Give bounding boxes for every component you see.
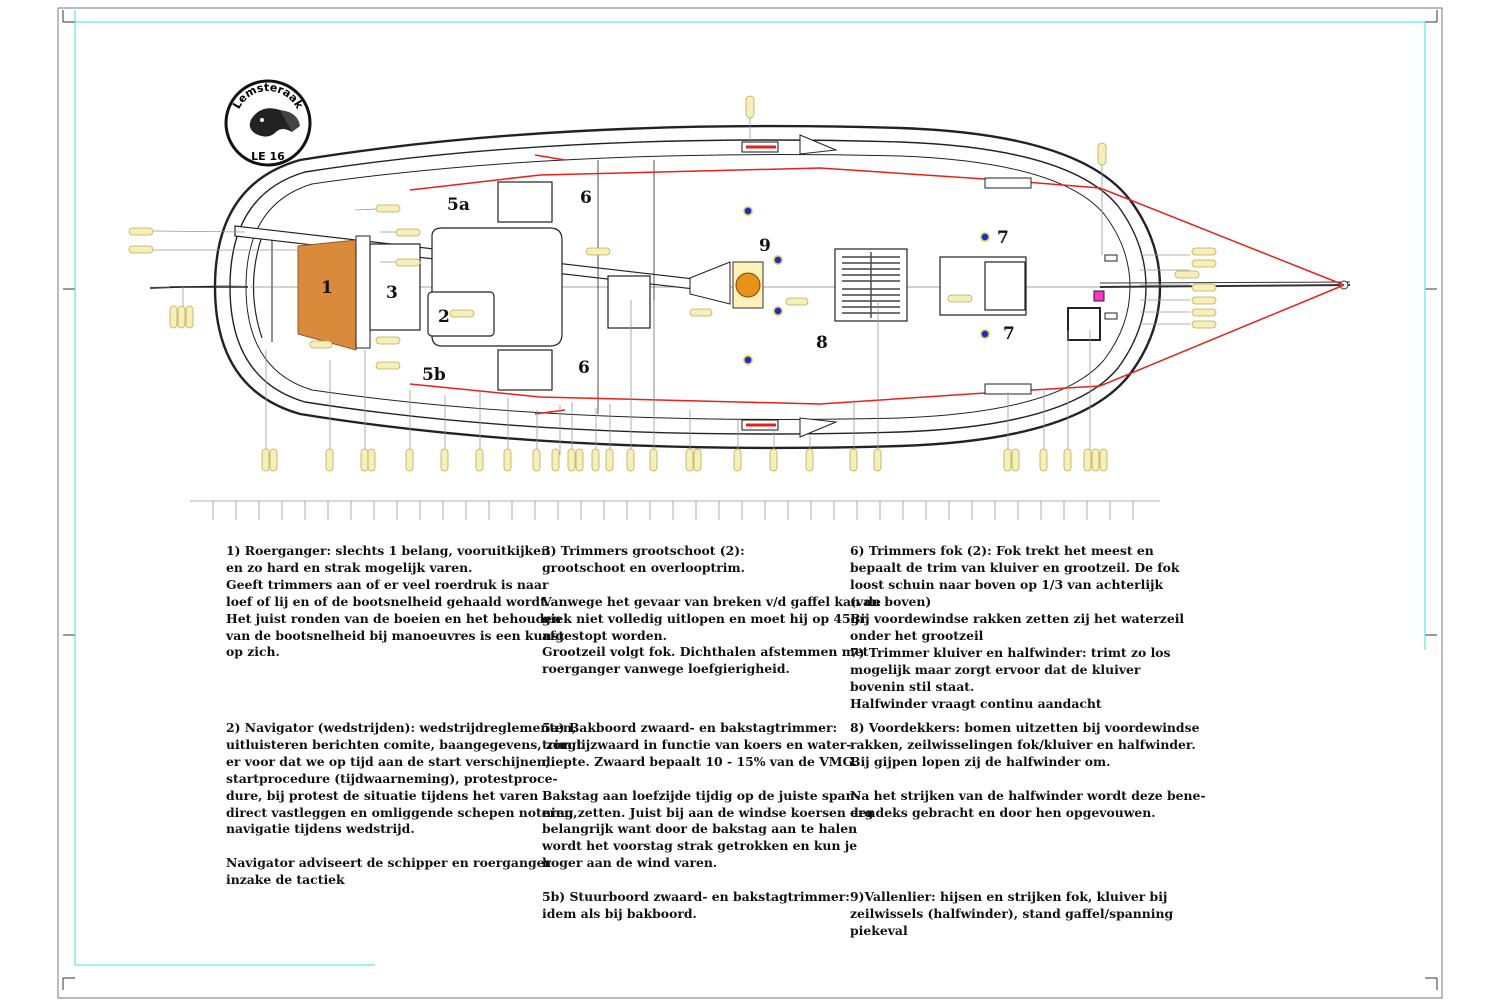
fore-hatch-grating [834, 248, 908, 322]
note-roerganger: 1) Roerganger: slechts 1 belang, vooruit… [226, 543, 565, 660]
note-trimmers-grootschoot: 3) Trimmers grootschoot (2): grootschoot… [542, 543, 881, 677]
mast-winch [732, 261, 764, 309]
note-stuurboord-trimmer: 5b) Stuurboord zwaard- en bakstagtrimmer… [542, 889, 850, 921]
position-label-7-starboard: 7 [1003, 324, 1015, 344]
leeboard-starboard [741, 417, 838, 438]
note-navigator: 2) Navigator (wedstrijden): wedstrijdreg… [226, 720, 583, 888]
note-bakboord-trimmer: 5a) Bakboord zwaard- en bakstagtrimmer: … [542, 720, 874, 871]
bowsprit [1099, 280, 1351, 290]
position-label-1: 1 [321, 278, 333, 298]
fore-hatch [939, 256, 1027, 316]
note-trimmers-fok: 6) Trimmers fok (2): Fok trekt het meest… [850, 543, 1185, 643]
position-label-6-starboard: 6 [578, 358, 590, 378]
anchor-box [1067, 290, 1105, 341]
crew-markers [743, 206, 990, 365]
position-label-5b: 5b [422, 365, 446, 385]
position-label-6-port: 6 [580, 188, 592, 208]
deckhouse [369, 160, 655, 414]
note-trimmer-kluiver: 7) Trimmer kluiver en halfwinder: trimt … [850, 645, 1171, 711]
position-label-8: 8 [816, 333, 828, 353]
jib-tracks [984, 177, 1118, 395]
rudder [150, 285, 248, 289]
position-labels: 1 2 3 5a 5b 6 6 7 7 8 9 [321, 188, 1015, 385]
logo-number: LE 16 [251, 150, 285, 163]
position-label-2: 2 [438, 307, 450, 327]
leeboard-port [741, 134, 838, 155]
jib-sheets [1099, 187, 1345, 387]
cockpit-grating [297, 235, 371, 351]
crop-marks [62, 10, 1438, 990]
cutmark-lines [74, 10, 1426, 966]
position-label-7-port: 7 [997, 228, 1009, 248]
label-pills [128, 95, 1217, 472]
scale-ruler [190, 500, 1160, 520]
lemsteraak-logo: Lemsteraak LE 16 [224, 79, 312, 167]
note-vallenlier: 9)Vallenlier: hijsen en strijken fok, kl… [850, 889, 1174, 938]
position-label-3: 3 [386, 283, 398, 303]
callout-leaders [152, 112, 1190, 455]
position-label-9: 9 [759, 236, 771, 256]
note-voordekkers: 8) Voordekkers: bomen uitzetten bij voor… [850, 720, 1206, 820]
position-label-5a: 5a [447, 195, 470, 215]
